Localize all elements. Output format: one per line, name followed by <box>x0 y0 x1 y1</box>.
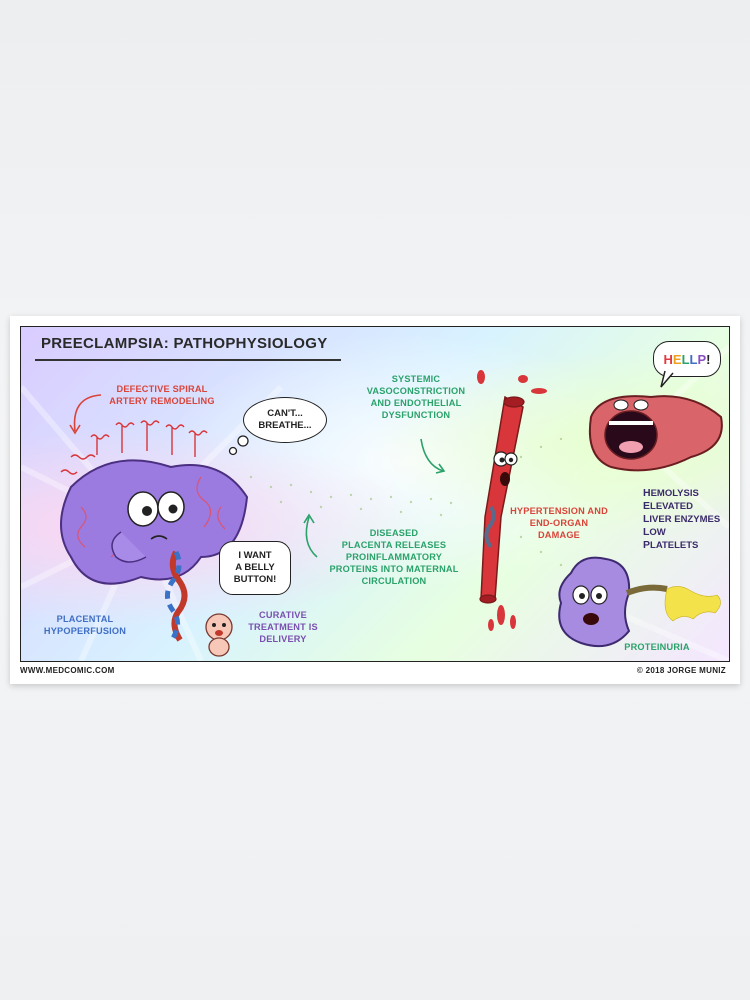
acronym-rest: OW <box>649 527 666 538</box>
acronym-first-letter: L <box>643 513 650 525</box>
bubble-line: A BELLY <box>235 562 275 573</box>
title-underline <box>35 359 341 361</box>
hellp-acronym-list: HEMOLYSIS ELEVATED LIVER ENZYMES LOW PLA… <box>643 487 720 552</box>
acronym-first-letter: L <box>643 526 650 538</box>
poster: PREECLAMPSIA: PATHOPHYSIOLOGY <box>10 316 740 684</box>
hellp-letter: E <box>672 351 682 367</box>
label-line: SYSTEMIC <box>391 374 441 384</box>
label-systemic-vasoconstriction: SYSTEMIC VASOCONSTRICTION AND ENDOTHELIA… <box>356 373 476 421</box>
acronym-row-low: LOW <box>643 526 720 539</box>
label-line: CURATIVE <box>259 610 307 620</box>
speech-bubble-baby: I WANT A BELLY BUTTON! <box>219 541 291 595</box>
label-line: DELIVERY <box>259 634 307 644</box>
acronym-rest: IVER ENZYMES <box>649 514 721 525</box>
hellp-text: HELLP! <box>664 352 711 367</box>
footer-copyright: © 2018 JORGE MUNIZ <box>636 666 726 675</box>
label-line: DYSFUNCTION <box>381 410 451 420</box>
label-placental-hypoperfusion: PLACENTAL HYPOPERFUSION <box>35 613 135 637</box>
liver-character <box>589 395 723 472</box>
label-diseased-placenta: DISEASED PLACENTA RELEASES PROINFLAMMATO… <box>319 527 469 587</box>
curved-arrow-red <box>69 394 102 435</box>
baby-character <box>205 613 233 657</box>
label-line: PLACENTAL <box>56 614 114 624</box>
label-line: ARTERY REMODELING <box>109 396 215 406</box>
placenta-character <box>60 459 249 585</box>
label-line: PROTEINS INTO MATERNAL <box>329 564 459 574</box>
hellp-letter: ! <box>706 351 711 367</box>
acronym-row-liver-enzymes: LIVER ENZYMES <box>643 513 720 526</box>
bubble-tail <box>660 370 674 388</box>
acronym-rest: LATELETS <box>650 540 699 551</box>
hellp-letter: P <box>697 351 707 367</box>
acronym-first-letter: P <box>643 539 651 551</box>
acronym-first-letter: H <box>643 487 651 499</box>
blood-vessel-character <box>477 370 547 631</box>
acronym-row-platelets: PLATELETS <box>643 539 720 552</box>
label-line: AND ENDOTHELIAL <box>370 398 462 408</box>
acronym-rest: LEVATED <box>650 501 693 512</box>
bubble-line: BUTTON! <box>233 574 277 585</box>
acronym-row-hemolysis: HEMOLYSIS <box>643 487 720 500</box>
speech-bubble-placenta: CAN'T... BREATHE... <box>243 397 327 443</box>
label-proteinuria: PROTEINURIA <box>624 642 690 652</box>
label-line: CIRCULATION <box>361 576 427 586</box>
comic-panel: PREECLAMPSIA: PATHOPHYSIOLOGY <box>20 326 730 662</box>
hellp-letter: L <box>689 351 698 367</box>
footer-website[interactable]: WWW.MEDCOMIC.COM <box>20 666 115 675</box>
label-line: VASOCONSTRICTION <box>366 386 466 396</box>
umbilical-cord <box>165 550 188 642</box>
acronym-row-elevated: ELEVATED <box>643 500 720 513</box>
label-line: DISEASED <box>369 528 419 538</box>
bubble-line: BREATHE... <box>258 420 312 431</box>
hellp-letter: H <box>663 351 673 367</box>
bubble-line: CAN'T... <box>267 408 303 419</box>
label-line: DEFECTIVE SPIRAL <box>116 384 208 394</box>
spiral-artery-icon <box>60 420 208 475</box>
page-title: PREECLAMPSIA: PATHOPHYSIOLOGY <box>41 335 328 352</box>
label-line: TREATMENT IS <box>248 622 318 632</box>
label-curative-treatment: CURATIVE TREATMENT IS DELIVERY <box>243 609 323 645</box>
label-line: DAMAGE <box>537 530 581 540</box>
acronym-rest: EMOLYSIS <box>650 488 699 499</box>
label-line: PLACENTA RELEASES <box>341 540 447 550</box>
label-line: END-ORGAN <box>529 518 589 528</box>
label-line: PROINFLAMMATORY <box>345 552 443 562</box>
label-defective-spiral-artery: DEFECTIVE SPIRAL ARTERY REMODELING <box>97 383 227 407</box>
kidney-character <box>558 556 721 647</box>
label-line: HYPOPERFUSION <box>43 626 127 636</box>
bubble-line: I WANT <box>238 550 272 561</box>
thought-dots <box>228 435 249 456</box>
acronym-first-letter: E <box>643 500 651 512</box>
label-line: HYPERTENSION AND <box>510 506 608 516</box>
curved-arrow-green <box>420 438 446 474</box>
label-hypertension: HYPERTENSION AND END-ORGAN DAMAGE <box>499 505 619 541</box>
curved-arrow-green-up <box>303 513 318 558</box>
hellp-letter: L <box>681 351 690 367</box>
